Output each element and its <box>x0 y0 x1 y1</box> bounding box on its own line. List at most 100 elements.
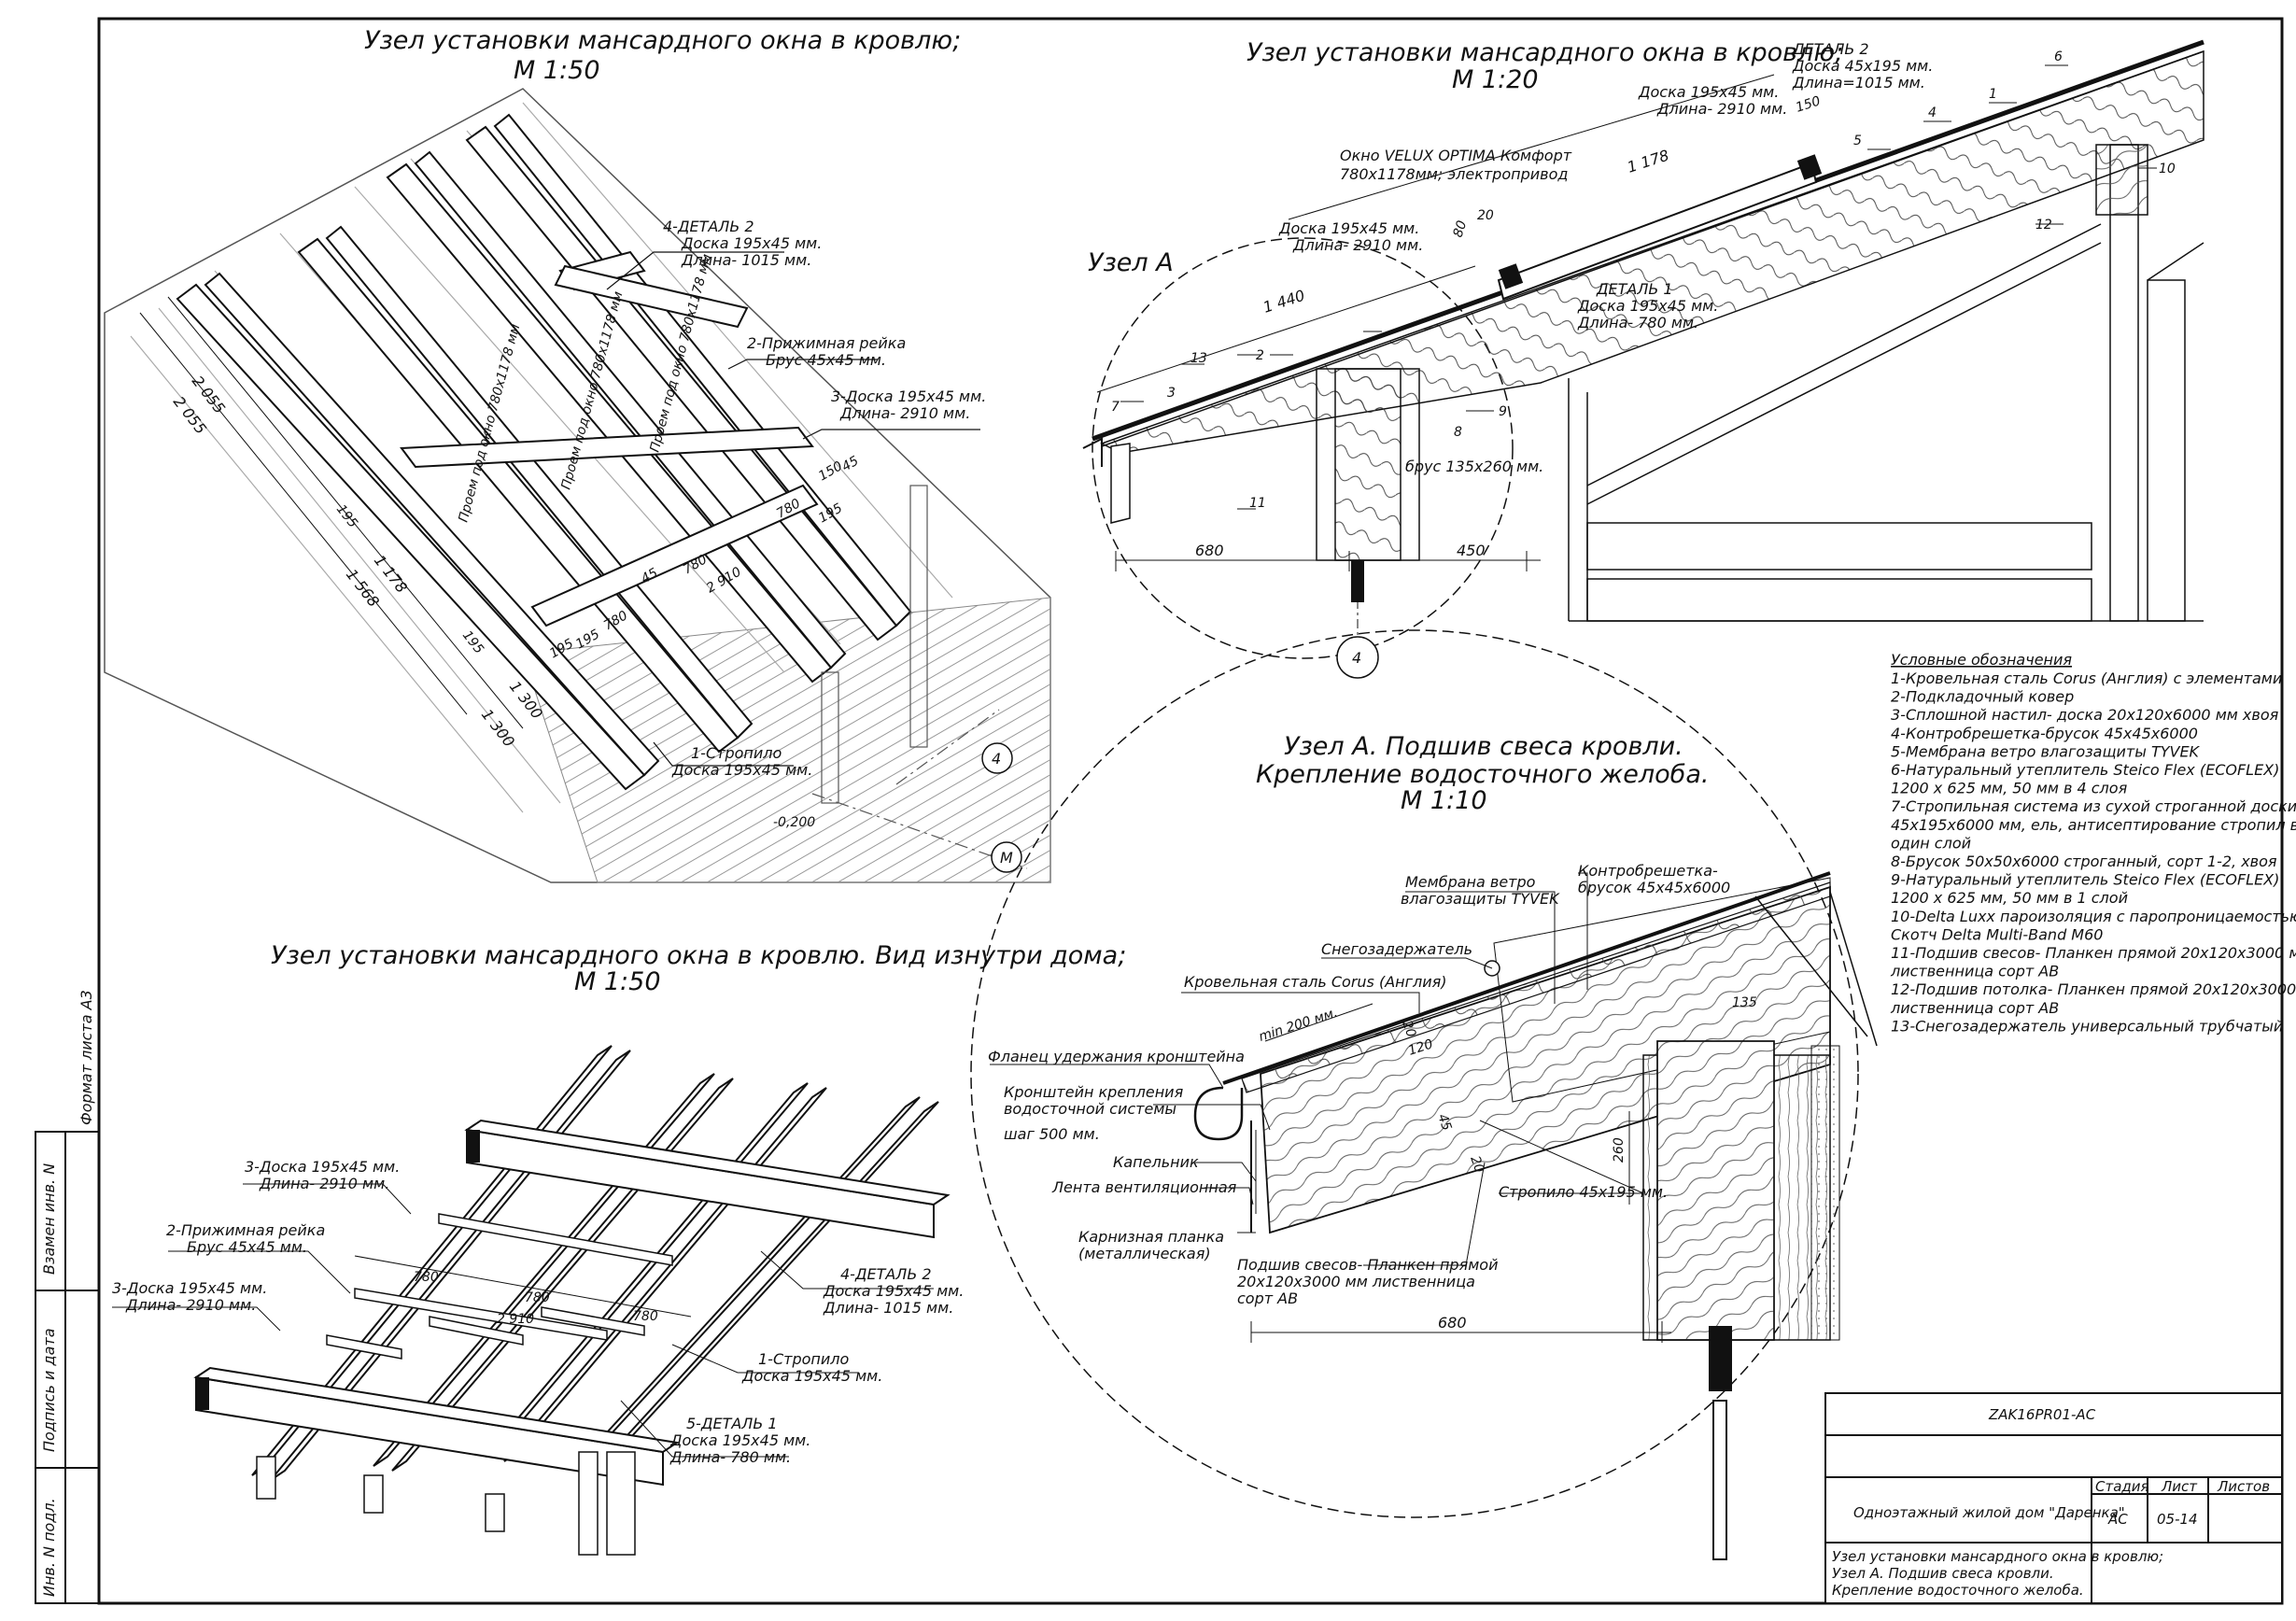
legend-item: 1-Кровельная сталь Corus (Англия) с элем… <box>1891 670 2282 687</box>
iso-bottom-view: Узел установки мансардного окна в кровлю… <box>112 941 1126 1556</box>
legend-item: 13-Снегозадержатель универсальный трубча… <box>1891 1017 2283 1035</box>
node-a-big-circle <box>970 629 1859 1518</box>
svg-text:брусок 45х45х6000: брусок 45х45х6000 <box>1578 879 1730 896</box>
label-rafter-bottom: 1-Стропило Доска 195х45 мм. <box>741 1350 882 1385</box>
label-window: Окно VELUX OPTIMA Комфорт 780х1178мм; эл… <box>1340 147 1572 183</box>
svg-text:7: 7 <box>1111 400 1120 415</box>
legend-item: 1200 х 625 мм, 50 мм в 1 слой <box>1891 889 2128 907</box>
title-block: ZAK16PR01-AC Одноэтажный жилой дом "Даре… <box>1824 1392 2283 1604</box>
iso-bottom-scale: М 1:50 <box>574 967 661 996</box>
svg-text:2: 2 <box>1256 348 1264 363</box>
svg-text:Длина- 1015 мм.: Длина- 1015 мм. <box>681 251 811 269</box>
axis-bubble-M <box>991 841 1022 873</box>
svg-text:3: 3 <box>1167 386 1176 401</box>
iso-bottom-title: Узел установки мансардного окна в кровлю… <box>271 941 1126 970</box>
dim-780-b1: 780 <box>414 1270 439 1285</box>
axis-M-label: М <box>1000 849 1013 867</box>
label-steel: Кровельная сталь Corus (Англия) <box>1184 973 1447 991</box>
section-title: Узел установки мансардного окна в кровлю… <box>1247 38 1843 67</box>
axis-4-label: 4 <box>992 750 1001 768</box>
node-a-detail-circle <box>1092 237 1514 659</box>
svg-text:Длина=1015 мм.: Длина=1015 мм. <box>1792 74 1925 92</box>
node-a-view: Узел А. Подшив свеса кровли. Крепление в… <box>970 629 1878 1560</box>
svg-text:Длина- 2910 мм.: Длина- 2910 мм. <box>1292 236 1423 254</box>
legend-item: 5-Мембрана ветро влагозащиты TYVEK <box>1891 742 2201 760</box>
svg-text:5-ДЕТАЛЬ 1: 5-ДЕТАЛЬ 1 <box>686 1415 778 1432</box>
svg-text:11: 11 <box>1249 496 1266 511</box>
legend-item: 1200 х 625 мм, 50 мм в 4 слоя <box>1891 780 2128 797</box>
svg-text:10: 10 <box>2159 162 2176 176</box>
legend-item: Скотч Delta Multi-Band M60 <box>1891 925 2103 943</box>
label-drip: Капельник <box>1113 1153 1199 1171</box>
svg-text:Доска 195х45 мм.: Доска 195х45 мм. <box>671 761 812 779</box>
label-rafter: 1-Стропило Доска 195х45 мм. <box>671 744 812 779</box>
svg-text:ДЕТАЛЬ 2: ДЕТАЛЬ 2 <box>1792 40 1869 58</box>
stage-value: АС <box>2107 1511 2128 1528</box>
label-board3a-bottom: 3-Доска 195х45 мм. Длина- 2910 мм. <box>245 1158 400 1192</box>
svg-text:Доска 195х45 мм.: Доска 195х45 мм. <box>1638 83 1779 101</box>
legend: Условные обозначения 1-Кровельная сталь … <box>1890 651 2296 1035</box>
svg-text:Доска 195х45 мм.: Доска 195х45 мм. <box>681 234 822 252</box>
legend-item: 6-Натуральный утеплитель Steico Flex (EC… <box>1891 761 2279 779</box>
node-a-label: Узел А <box>1088 248 1174 277</box>
project-name: Одноэтажный жилой дом "Даренка" <box>1853 1504 2125 1521</box>
svg-text:4: 4 <box>1928 106 1937 120</box>
sheet-desc-3: Крепление водосточного желоба. <box>1832 1582 2084 1599</box>
svg-text:Кронштейн крепления: Кронштейн крепления <box>1004 1083 1184 1101</box>
dim-150-section: 150 <box>1794 93 1822 116</box>
svg-text:8: 8 <box>1454 425 1462 440</box>
dim-780-b2: 780 <box>525 1290 550 1305</box>
svg-text:Доска 195х45 мм.: Доска 195х45 мм. <box>1278 219 1419 237</box>
section-callout-numbers: 1 2 3 4 5 6 7 8 9 10 11 12 13 <box>1111 49 2176 511</box>
dim-680: 680 <box>1195 542 1224 559</box>
svg-text:2-Прижимная рейка: 2-Прижимная рейка <box>747 334 906 352</box>
svg-text:3-Доска 195х45 мм.: 3-Доска 195х45 мм. <box>112 1279 267 1297</box>
svg-text:4-ДЕТАЛЬ 2: 4-ДЕТАЛЬ 2 <box>663 218 754 235</box>
svg-text:Доска 195х45 мм.: Доска 195х45 мм. <box>669 1431 810 1449</box>
beam-section <box>1334 368 1402 561</box>
legend-item: 45х195х6000 мм, ель, антисептирование ст… <box>1891 816 2296 834</box>
dim-135: 135 <box>1732 995 1757 1010</box>
dim-680-node-a: 680 <box>1438 1314 1467 1332</box>
svg-text:3-Доска 195х45 мм.: 3-Доска 195х45 мм. <box>831 388 986 405</box>
label-bracket: Кронштейн крепления водосточной системы <box>1004 1083 1184 1118</box>
svg-text:Длина- 2910 мм.: Длина- 2910 мм. <box>125 1296 256 1314</box>
svg-text:Длина- 2910 мм.: Длина- 2910 мм. <box>1656 100 1787 118</box>
section-view: Узел установки мансардного окна в кровлю… <box>1082 38 2204 679</box>
legend-item: лиственница сорт АВ <box>1890 999 2059 1017</box>
legend-item: 10-Delta Luxx пароизоляция с паропроница… <box>1891 908 2296 925</box>
sheet-desc-2: Узел А. Подшив свеса кровли. <box>1832 1565 2054 1582</box>
svg-text:Доска 195х45 мм.: Доска 195х45 мм. <box>1577 297 1718 315</box>
legend-item: 9-Натуральный утеплитель Steico Flex (EC… <box>1891 871 2279 889</box>
replace-inv-label: Взамен инв. N <box>40 1163 58 1275</box>
sheets-header: Листов <box>2217 1478 2270 1495</box>
dim-80: 80 <box>1451 218 1471 239</box>
sheet-outer-frame <box>97 17 2284 1605</box>
label-detail2: 4-ДЕТАЛЬ 2 Доска 195х45 мм. Длина- 1015 … <box>663 218 822 269</box>
label-rafter-node-a: Стропило 45х195 мм. <box>1499 1183 1668 1201</box>
legend-item: 2-Подкладочный ковер <box>1891 688 2074 706</box>
svg-text:Доска 195х45 мм.: Доска 195х45 мм. <box>823 1282 964 1300</box>
label-flange: Фланец удержания кронштейна <box>988 1048 1245 1065</box>
svg-text:(металлическая): (металлическая) <box>1078 1245 1211 1262</box>
svg-text:Брус 45х45 мм.: Брус 45х45 мм. <box>187 1238 307 1256</box>
axis-4-section-label: 4 <box>1352 649 1361 667</box>
svg-text:6: 6 <box>2054 49 2063 64</box>
label-membrane: Мембрана ветро влагозащиты TYVEK <box>1401 873 1560 908</box>
svg-text:12: 12 <box>2035 218 2052 233</box>
svg-text:Мембрана ветро: Мембрана ветро <box>1405 873 1536 891</box>
legend-item: 4-Контробрешетка-брусок 45х45х6000 <box>1891 725 2198 742</box>
dim-260: 260 <box>1612 1137 1627 1163</box>
label-board-left: Доска 195х45 мм. Длина- 2910 мм. <box>1278 219 1423 254</box>
sheet-header: Лист <box>2161 1478 2198 1495</box>
dim-1440: 1 440 <box>1261 287 1306 317</box>
node-a-title-2: Крепление водосточного желоба. <box>1256 760 1709 789</box>
label-board-upper: Доска 195х45 мм. Длина- 2910 мм. <box>1638 83 1787 118</box>
dim-780-b3: 780 <box>633 1309 658 1324</box>
level-mark: -0,200 <box>773 815 815 830</box>
label-eaves-plank: Карнизная планка (металлическая) <box>1078 1228 1224 1262</box>
svg-text:5: 5 <box>1853 134 1862 148</box>
label-beam: брус 135х260 мм. <box>1405 458 1543 475</box>
axis-bubble-4-section <box>1336 636 1379 679</box>
